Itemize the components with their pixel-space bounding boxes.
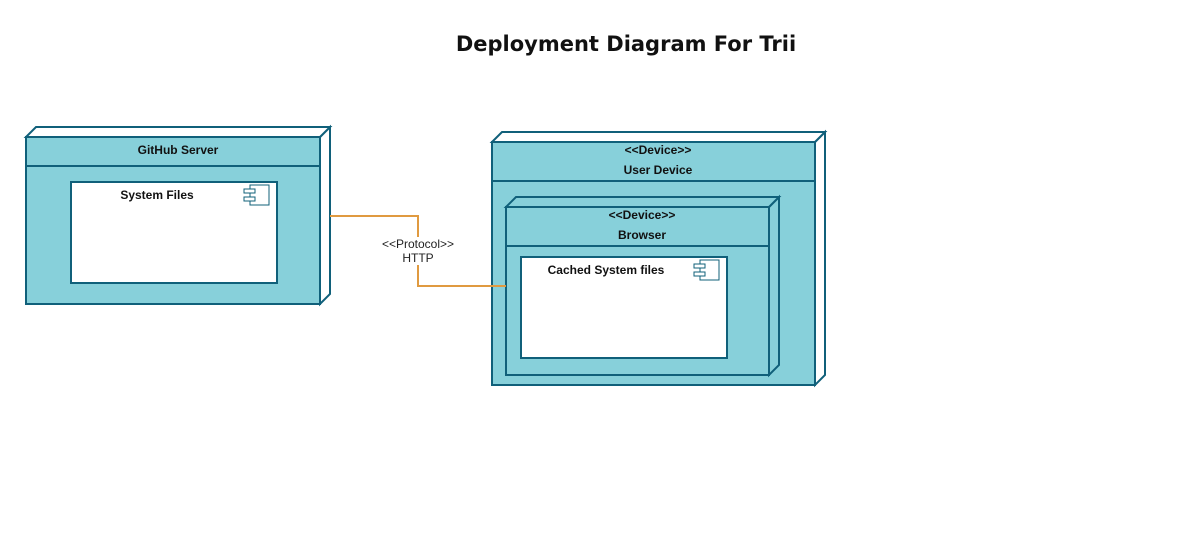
node-3d-top — [489, 131, 828, 143]
component-system-files[interactable]: System Files — [70, 181, 278, 284]
component-body — [70, 181, 278, 284]
connector-http[interactable]: <<Protocol>> HTTP — [330, 215, 506, 287]
node-label-github-server: GitHub Server — [138, 143, 219, 157]
node-stereotype-user-device: <<Device>> — [625, 143, 692, 157]
node-3d-side — [319, 124, 331, 307]
component-icon — [693, 259, 720, 281]
diagram-title: Deployment Diagram For Trii — [456, 32, 796, 56]
node-label-browser: Browser — [618, 228, 666, 242]
node-user-device[interactable]: <<Device>> User Device <<Device>> Browse… — [489, 129, 828, 388]
node-3d-side — [768, 194, 780, 378]
node-3d-top — [23, 126, 333, 138]
connector-label: HTTP — [402, 251, 433, 265]
node-stereotype-browser: <<Device>> — [609, 208, 676, 222]
component-label-cached-system-files: Cached System files — [548, 263, 665, 277]
component-cached-system-files[interactable]: Cached System files — [520, 256, 728, 359]
component-icon — [243, 184, 270, 206]
node-browser[interactable]: <<Device>> Browser Cached System files — [503, 194, 782, 378]
node-github-server[interactable]: GitHub Server System Files — [23, 124, 333, 307]
component-label-system-files: System Files — [120, 188, 194, 202]
node-3d-top — [503, 196, 782, 208]
connector-label-background — [380, 237, 456, 265]
node-label-user-device: User Device — [624, 163, 693, 177]
component-body — [520, 256, 728, 359]
node-3d-side — [814, 129, 826, 388]
connector-stereotype: <<Protocol>> — [382, 237, 454, 251]
